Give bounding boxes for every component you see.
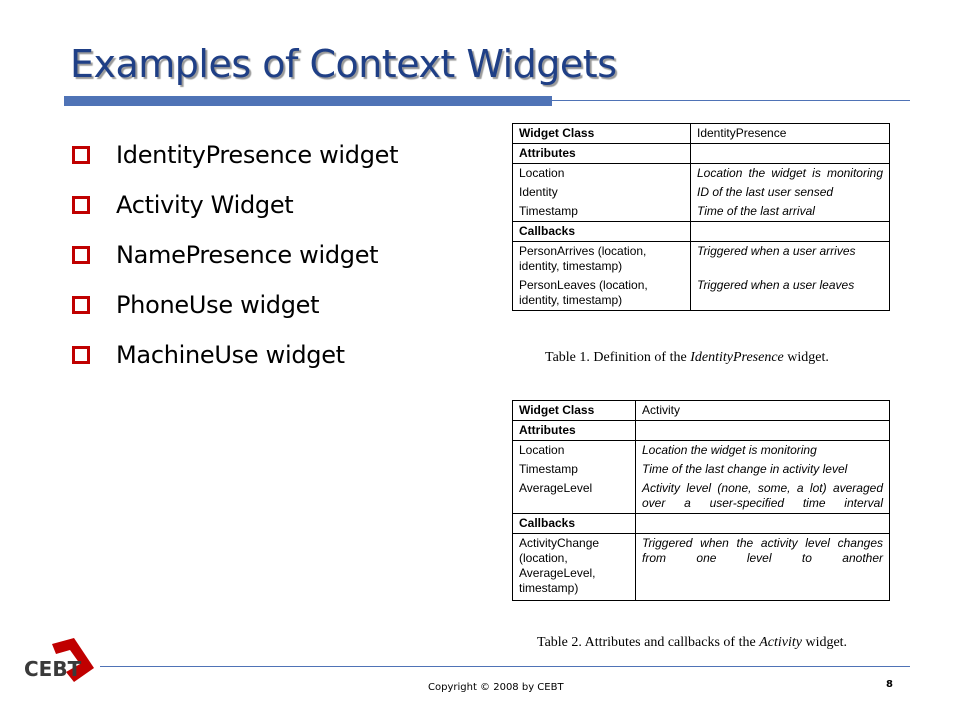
- table-row: Timestamp Time of the last arrival: [512, 202, 890, 222]
- widget-class-label: Widget Class: [512, 123, 691, 144]
- callback-name: PersonArrives (location, identity, times…: [512, 241, 691, 276]
- bullet-text: MachineUse widget: [116, 341, 345, 369]
- copyright-text: Copyright © 2008 by CEBT: [428, 682, 564, 693]
- caption-text: widget.: [801, 635, 848, 650]
- square-bullet-icon: [72, 196, 90, 214]
- table-row: ActivityChange (location, AverageLevel, …: [512, 533, 890, 601]
- square-bullet-icon: [72, 296, 90, 314]
- title-underline-bar: [64, 96, 552, 106]
- activity-table: Widget Class Activity Attributes Locatio…: [512, 400, 890, 601]
- table-row: Callbacks: [512, 221, 890, 242]
- table-row: PersonArrives (location, identity, times…: [512, 241, 890, 276]
- identity-presence-table: Widget Class IdentityPresence Attributes…: [512, 123, 890, 311]
- caption-italic: IdentityPresence: [690, 350, 784, 365]
- attribute-name: Location: [512, 440, 636, 460]
- logo-text: CEBT: [24, 657, 82, 681]
- callbacks-header: Callbacks: [512, 513, 636, 534]
- table-row: Attributes: [512, 143, 890, 164]
- callback-desc: Triggered when the activity level change…: [635, 533, 890, 601]
- table-row: Identity ID of the last user sensed: [512, 183, 890, 202]
- attribute-name: Timestamp: [512, 202, 691, 222]
- title-underline-line: [552, 100, 910, 101]
- empty-cell: [635, 513, 890, 534]
- widget-class-value: IdentityPresence: [697, 126, 787, 140]
- table1-caption: Table 1. Definition of the IdentityPrese…: [545, 350, 829, 366]
- bullet-item: Activity Widget: [72, 180, 398, 230]
- attribute-desc: Location the widget is monitoring: [690, 163, 890, 183]
- attribute-desc: ID of the last user sensed: [697, 185, 834, 199]
- attribute-desc: Time of the last change in activity leve…: [642, 462, 848, 476]
- callback-desc: Triggered when a user leaves: [697, 278, 855, 292]
- widget-class-label: Widget Class: [512, 400, 636, 421]
- callback-name: PersonLeaves (location, identity, timest…: [512, 276, 691, 311]
- table-row: Location Location the widget is monitori…: [512, 440, 890, 460]
- table-row: Location Location the widget is monitori…: [512, 163, 890, 183]
- table-row: Widget Class IdentityPresence: [512, 123, 890, 144]
- square-bullet-icon: [72, 246, 90, 264]
- attribute-desc: Activity level (none, some, a lot) avera…: [642, 481, 883, 510]
- square-bullet-icon: [72, 346, 90, 364]
- attribute-name: Location: [512, 163, 691, 183]
- attributes-header: Attributes: [512, 420, 636, 441]
- table-row: AverageLevel Activity level (none, some,…: [512, 479, 890, 514]
- callback-desc: Triggered when a user arrives: [690, 241, 890, 276]
- attribute-name: Identity: [512, 183, 691, 202]
- bullet-item: MachineUse widget: [72, 330, 398, 380]
- square-bullet-icon: [72, 146, 90, 164]
- table-row: Widget Class Activity: [512, 400, 890, 421]
- attribute-name: Timestamp: [512, 460, 636, 479]
- table2-caption: Table 2. Attributes and callbacks of the…: [537, 635, 847, 651]
- caption-text: widget.: [783, 350, 829, 365]
- bullet-text: Activity Widget: [116, 191, 294, 219]
- empty-cell: [690, 143, 890, 164]
- caption-text: Table 1. Definition of the: [545, 350, 691, 365]
- callback-name: ActivityChange (location, AverageLevel, …: [512, 533, 636, 601]
- bullet-text: PhoneUse widget: [116, 291, 320, 319]
- footer-line: [100, 666, 910, 667]
- attribute-desc: Time of the last arrival: [697, 204, 815, 218]
- empty-cell: [690, 221, 890, 242]
- table-row: Timestamp Time of the last change in act…: [512, 460, 890, 479]
- slide-title: Examples of Context Widgets: [70, 42, 617, 86]
- attribute-desc: Location the widget is monitoring: [635, 440, 890, 460]
- table-row: Attributes: [512, 420, 890, 441]
- page-number: 8: [886, 679, 893, 690]
- bullet-text: NamePresence widget: [116, 241, 379, 269]
- attribute-name: AverageLevel: [512, 479, 636, 514]
- cebt-logo: CEBT: [24, 638, 94, 682]
- table-row: PersonLeaves (location, identity, timest…: [512, 276, 890, 311]
- caption-italic: Activity: [759, 635, 802, 650]
- bullet-item: NamePresence widget: [72, 230, 398, 280]
- widget-class-value: Activity: [642, 403, 681, 417]
- logo-red-shape: [52, 638, 94, 682]
- bullet-item: PhoneUse widget: [72, 280, 398, 330]
- empty-cell: [635, 420, 890, 441]
- table-row: Callbacks: [512, 513, 890, 534]
- callbacks-header: Callbacks: [512, 221, 691, 242]
- attributes-header: Attributes: [512, 143, 691, 164]
- bullet-item: IdentityPresence widget: [72, 130, 399, 180]
- bullet-text: IdentityPresence widget: [116, 141, 399, 169]
- caption-text: Table 2. Attributes and callbacks of the: [537, 635, 760, 650]
- bullet-list: IdentityPresence widget Activity Widget …: [72, 130, 399, 380]
